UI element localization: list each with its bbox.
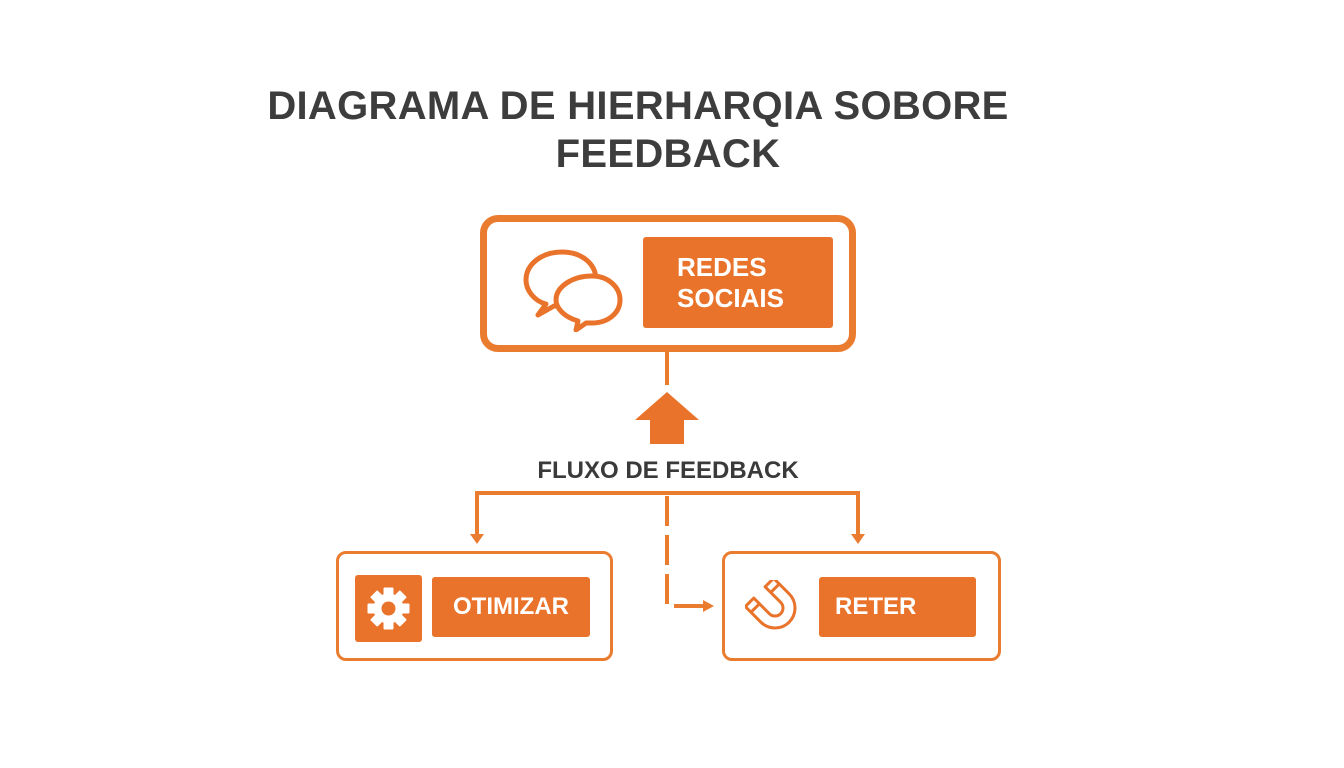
up-arrow-icon bbox=[635, 392, 699, 444]
diagram-title-line-2: FEEDBACK bbox=[555, 132, 781, 176]
arrow-down-left-icon bbox=[470, 534, 484, 544]
gear-icon-tile bbox=[355, 575, 422, 642]
diagram-title: DIAGRAMA DE HIERHARQIA SOBORE FEEDBACK bbox=[0, 82, 1276, 178]
flow-label: FLUXO DE FEEDBACK bbox=[537, 457, 799, 484]
arrow-down-right-icon bbox=[851, 534, 865, 544]
connector-dashed-center bbox=[665, 496, 705, 608]
node-redes-sociais-text: REDES SOCIAIS bbox=[677, 251, 784, 313]
node-otimizar-label: OTIMIZAR bbox=[432, 577, 590, 637]
gear-icon bbox=[367, 587, 410, 630]
arrow-right-icon bbox=[703, 600, 714, 612]
magnet-icon bbox=[745, 580, 797, 630]
chat-bubbles-icon bbox=[523, 249, 623, 332]
node-redes-sociais-label: REDES SOCIAIS bbox=[643, 237, 833, 328]
diagram-title-line-1: DIAGRAMA DE HIERHARQIA SOBORE bbox=[267, 84, 1009, 128]
connector-branch bbox=[475, 491, 860, 537]
node-reter-label: RETER bbox=[819, 577, 976, 637]
